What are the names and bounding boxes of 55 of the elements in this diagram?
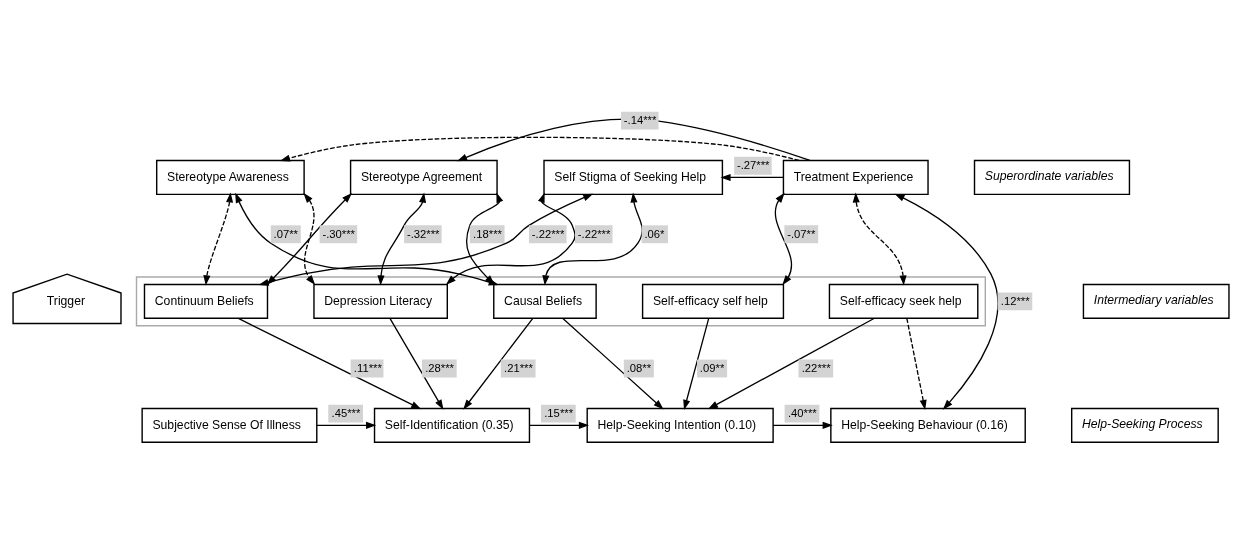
edge-label: -.30*** <box>322 227 355 240</box>
edge-label: .18*** <box>473 227 502 240</box>
edge-label: -.07** <box>787 227 816 240</box>
node-box: Self-efficacy self help <box>641 283 785 319</box>
arrow <box>542 192 643 286</box>
edge-label: .06* <box>644 227 665 240</box>
arrow <box>707 317 875 410</box>
edge-label: .12*** <box>1000 294 1030 307</box>
node-box: Help-Seeking Intention (0.10) <box>586 407 774 443</box>
arrow <box>562 317 664 410</box>
arrow <box>279 136 800 162</box>
edge-label: .15*** <box>544 406 574 419</box>
node-box: Superordinate variables <box>973 159 1131 196</box>
arrow <box>303 192 316 286</box>
node-box: Self-Identification (0.35) <box>373 407 531 443</box>
edge-label: .08** <box>626 361 652 374</box>
arrow <box>316 421 377 429</box>
arrow <box>528 421 589 429</box>
edge-label: .07** <box>273 227 298 240</box>
edge-label: .21*** <box>504 361 533 374</box>
arrow <box>457 118 811 162</box>
edge-label: -.22*** <box>577 227 611 240</box>
edge-label: -.32*** <box>406 227 440 240</box>
node-box: Causal Beliefs <box>493 283 597 319</box>
arrow <box>683 317 710 411</box>
node-box: Help-Seeking Process <box>1071 407 1219 443</box>
arrow <box>203 192 234 286</box>
edge-label: .11*** <box>353 361 382 374</box>
edge-label: -.22*** <box>531 227 565 240</box>
edge-label: .22*** <box>801 361 831 374</box>
edge-label: .45*** <box>331 406 361 419</box>
node-box: Self-efficacy seek help <box>828 283 979 319</box>
node-box: Stereotype Agreement <box>349 159 498 196</box>
node-box: Treatment Experience <box>782 159 929 196</box>
arrow <box>906 317 927 411</box>
arrow <box>377 192 427 286</box>
arrow <box>774 192 793 286</box>
arrow <box>389 317 444 410</box>
node-box: Subjective Sense Of Illness <box>141 407 318 443</box>
edge-label: -.14*** <box>623 114 657 127</box>
node-box: Depression Literacy <box>313 283 448 319</box>
arrow <box>852 192 907 286</box>
node-box: Self Stigma of Seeking Help <box>543 159 724 196</box>
arrow <box>772 421 833 429</box>
node-box: Help-Seeking Behaviour (0.16) <box>830 407 1026 443</box>
edge-label: .40*** <box>787 406 817 419</box>
node-box: Continuum Beliefs <box>143 283 269 319</box>
node-box: Intermediary variables <box>1082 283 1230 319</box>
edge-label: -.27*** <box>736 159 770 172</box>
node-box: Stereotype Awareness <box>156 159 305 196</box>
edge-label: .28*** <box>425 361 455 374</box>
edge-label: .09** <box>699 361 725 374</box>
arrow <box>720 173 784 181</box>
arrow <box>894 193 999 410</box>
arrow <box>237 317 422 410</box>
